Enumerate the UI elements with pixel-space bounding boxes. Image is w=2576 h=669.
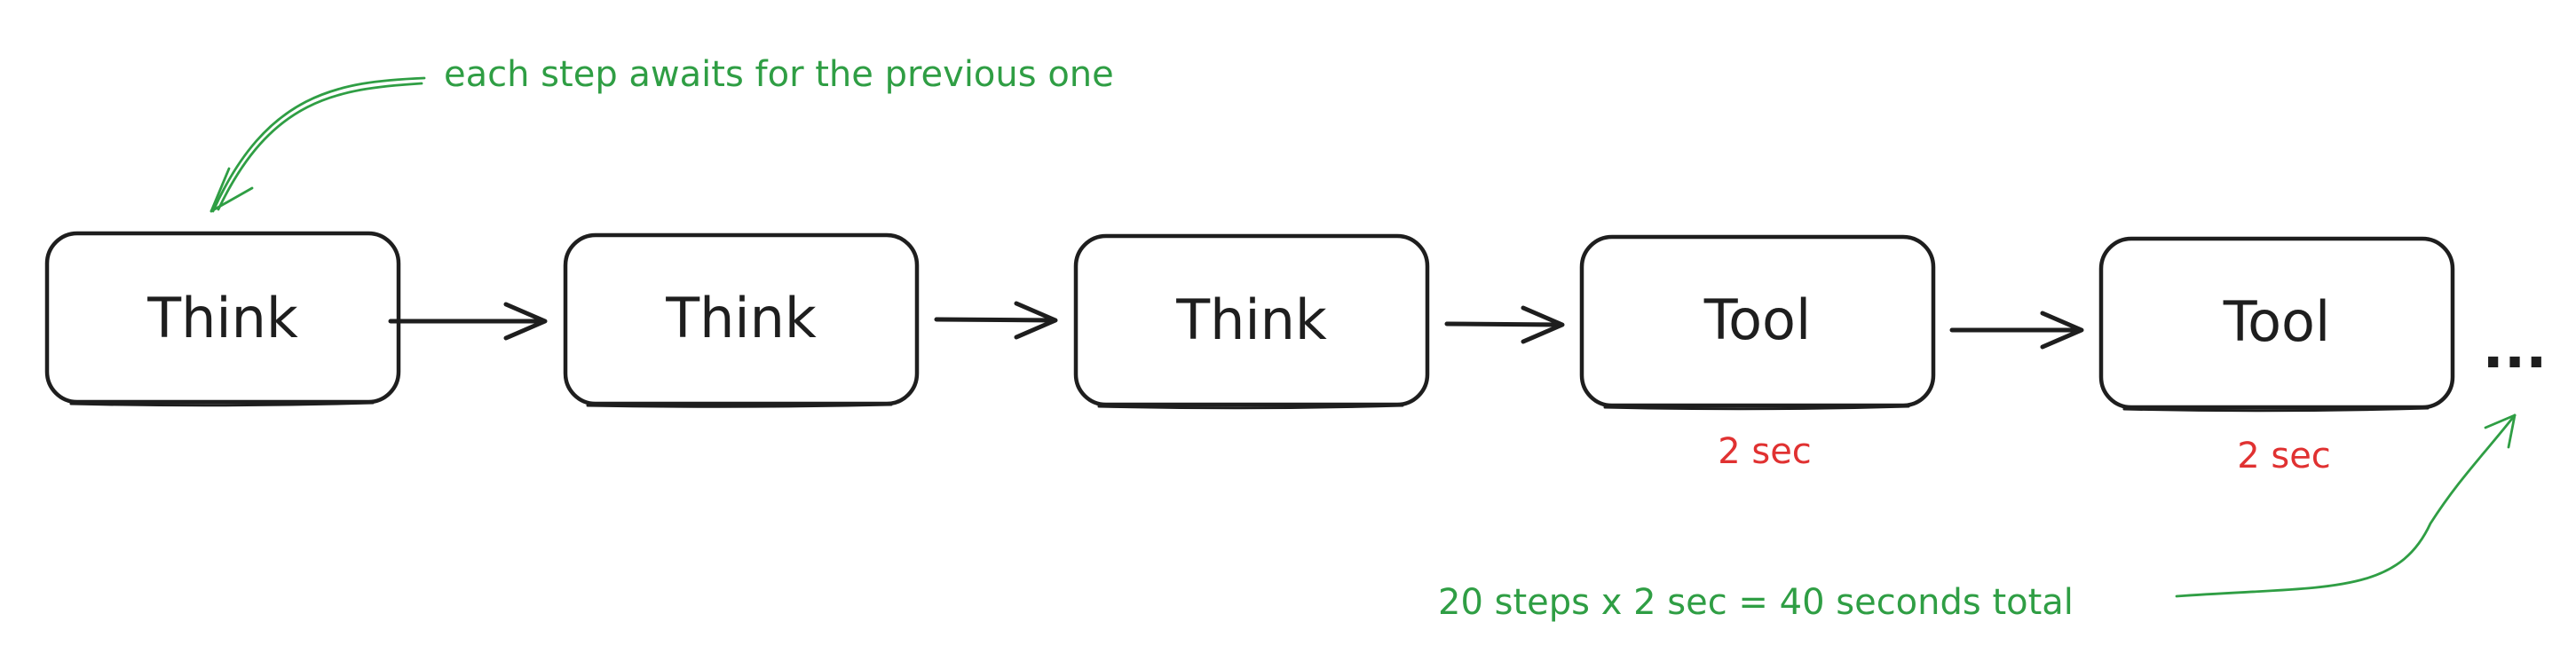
top-annotation: each step awaits for the previous one	[444, 54, 1114, 95]
step-box-2: Think	[563, 232, 920, 408]
step-label-5: Tool	[2223, 289, 2330, 354]
top-annotation-arrow	[209, 76, 426, 213]
step-box-5: Tool	[2098, 236, 2455, 413]
flow-arrow-1	[388, 302, 548, 341]
step-box-4: Tool	[1579, 234, 1936, 411]
step-label-2: Think	[665, 286, 817, 350]
step-duration-5: 2 sec	[2237, 436, 2331, 476]
step-box-3: Think	[1073, 233, 1430, 410]
step-label-4: Tool	[1703, 287, 1811, 352]
flow-arrow-3	[1444, 305, 1565, 344]
step-label-3: Think	[1175, 287, 1327, 352]
step-box-1: Think	[44, 231, 401, 407]
flow-arrow-2	[934, 301, 1058, 340]
step-duration-4: 2 sec	[1718, 431, 1812, 472]
flow-arrow-4	[1949, 311, 2084, 350]
step-label-1: Think	[146, 286, 298, 350]
bottom-annotation-arrow	[2175, 413, 2517, 598]
continuation-ellipsis: ...	[2483, 316, 2548, 382]
bottom-annotation: 20 steps x 2 sec = 40 seconds total	[1438, 582, 2074, 623]
